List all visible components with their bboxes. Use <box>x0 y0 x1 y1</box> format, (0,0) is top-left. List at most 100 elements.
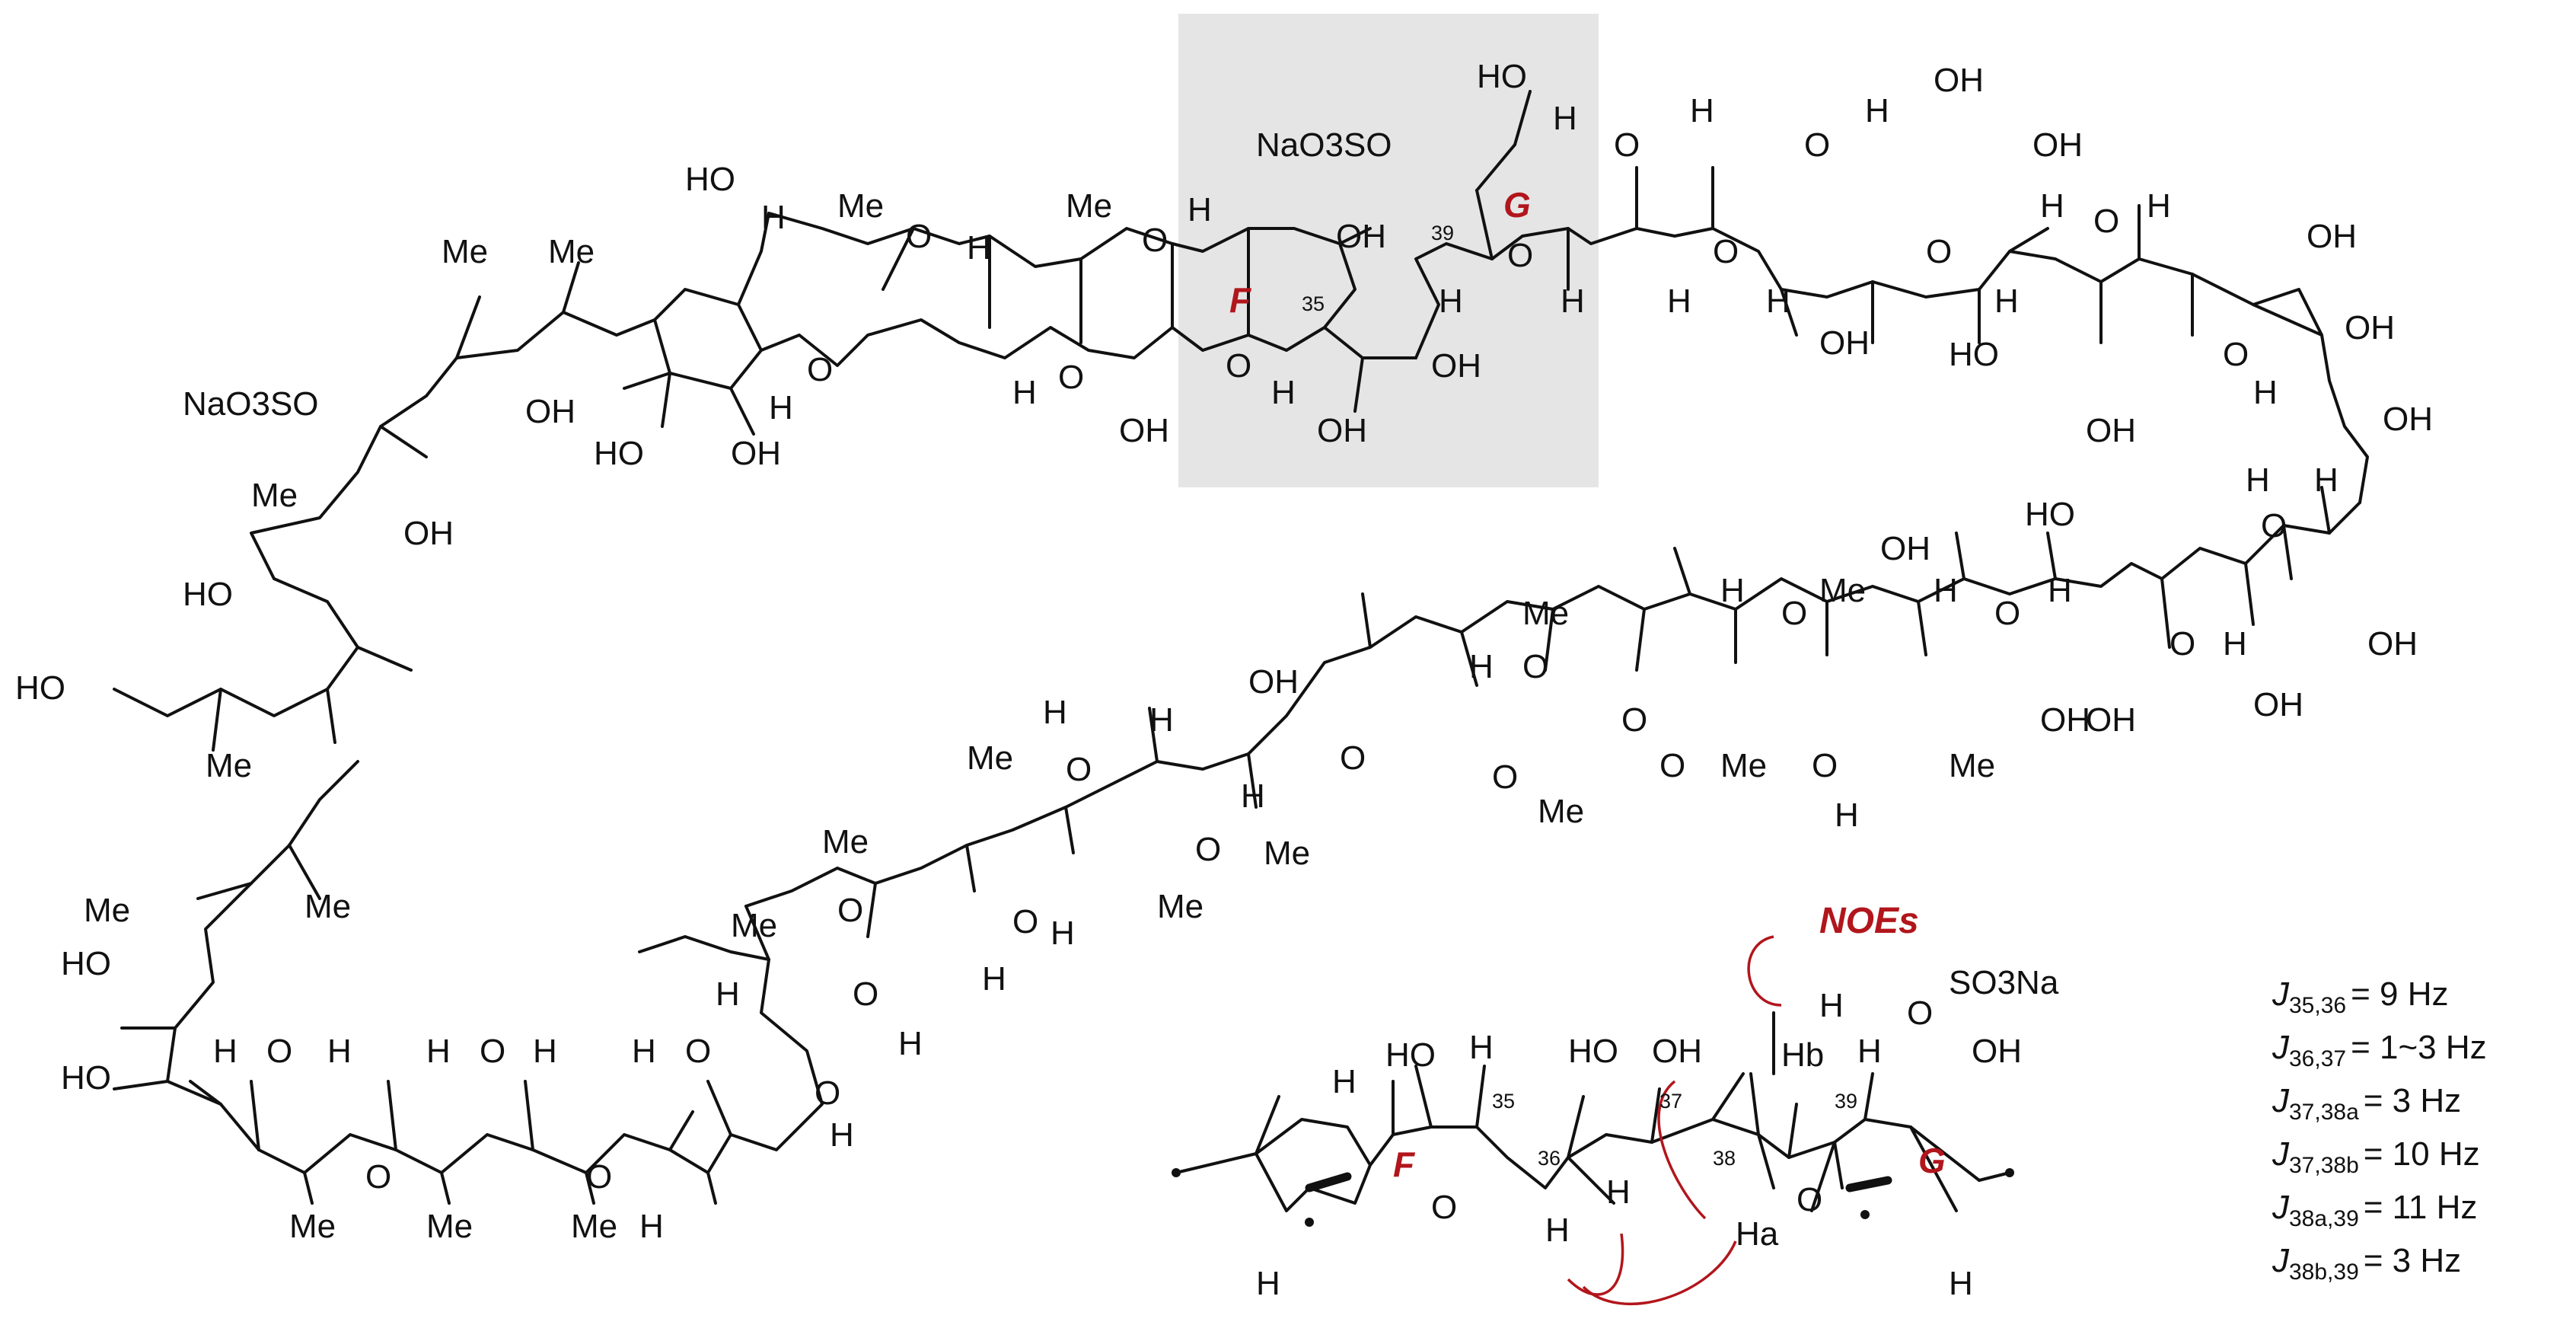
label-o-top12: O <box>2093 203 2119 240</box>
label-ho-ring1: HO <box>685 161 735 198</box>
label-oh-chain-2: OH <box>525 393 575 430</box>
label-h-mid25: H <box>1469 648 1494 685</box>
top-strand-bonds <box>113 90 2369 752</box>
label-ho-top16: HO <box>1949 336 1999 373</box>
label-oh-chain: OH <box>403 515 454 552</box>
label-o-mid24: O <box>1522 648 1548 685</box>
label-o-top6: O <box>1713 233 1739 270</box>
label-o-inset-g: O <box>1797 1181 1822 1218</box>
label-h-mid18: H <box>1835 797 1859 834</box>
label-c38-small: 38 <box>1713 1147 1736 1170</box>
label-h-mid45: H <box>716 975 740 1013</box>
atom-labels: NaO3SO HO Me HO Me OH Me Me OH HO Me H O… <box>15 58 2433 1245</box>
label-h-inset-36: H <box>1545 1212 1570 1249</box>
label-oh-mid7: OH <box>2253 686 2303 723</box>
label-me-bot1: Me <box>84 892 130 929</box>
label-o-top2: O <box>1804 126 1830 164</box>
label-h-mid10: H <box>2048 572 2072 609</box>
label-me-mid28: Me <box>1538 793 1584 830</box>
label-ho-inset: HO <box>1385 1036 1436 1074</box>
label-o-mid4: O <box>2261 507 2287 544</box>
label-oh-top15: OH <box>2307 218 2357 255</box>
label-h-ring2: H <box>1188 191 1212 228</box>
label-h-mid49: H <box>830 1116 854 1154</box>
label-o-ring2: O <box>1142 222 1168 259</box>
label-c35-small: 35 <box>1492 1090 1515 1113</box>
label-h-top14: H <box>2147 187 2171 225</box>
label-h-g2: H <box>1561 283 1585 320</box>
label-oh-ring2: OH <box>1119 412 1169 449</box>
label-oh-mid8: OH <box>2367 625 2418 662</box>
label-h-top11: H <box>1994 283 2019 320</box>
label-o-mid26: O <box>1621 701 1647 739</box>
coupling-row: J35,36= 9 Hz <box>2272 975 2448 1018</box>
label-ring-f: F <box>1229 280 1252 320</box>
label-h-ring3: H <box>1012 374 1037 411</box>
label-c37-small: 37 <box>1659 1090 1682 1113</box>
label-hb: Hb <box>1781 1036 1824 1074</box>
label-oh-mid9: OH <box>2086 701 2136 739</box>
coupling-constants: J35,36= 9 Hz J36,37= 1~3 Hz J37,38a= 3 H… <box>2272 975 2487 1285</box>
label-h-mid33: H <box>1241 777 1265 815</box>
label-oh-ring-f: OH <box>1336 218 1386 255</box>
label-me-mid37: Me <box>967 739 1013 777</box>
label-h-mid6: H <box>2223 625 2247 662</box>
label-oh-ring5: OH <box>731 435 781 472</box>
label-o-inset-so3: O <box>1907 995 1933 1032</box>
label-h-bot8: H <box>426 1033 451 1070</box>
label-h-bot5: H <box>213 1033 238 1070</box>
label-me-chain-3: Me <box>442 233 488 270</box>
label-h-ring4: H <box>769 389 793 426</box>
label-noes: NOEs <box>1819 901 1919 941</box>
coupling-row: J37,38b= 10 Hz <box>2272 1135 2480 1178</box>
label-oh-mid11: OH <box>1880 530 1930 567</box>
coupling-row: J37,38a= 3 Hz <box>2272 1082 2461 1125</box>
label-h-bot11: H <box>632 1033 656 1070</box>
label-me-mid44: Me <box>731 907 777 944</box>
label-me-mid38: Me <box>822 823 869 860</box>
label-ha: Ha <box>1736 1215 1779 1253</box>
label-so3na: SO3Na <box>1949 964 2059 1001</box>
label-o-ring-h: O <box>1614 126 1640 164</box>
label-oh-37: OH <box>1431 347 1481 385</box>
label-o-ring-f: O <box>1226 347 1251 385</box>
label-oh-top5: OH <box>2032 126 2083 164</box>
label-h-ring-f: H <box>1271 374 1296 411</box>
label-o-mid39: O <box>837 892 863 929</box>
label-h-mid43: H <box>982 960 1006 998</box>
label-me-chain-1: Me <box>206 747 252 784</box>
coupling-row: J38a,39= 11 Hz <box>2272 1189 2477 1231</box>
label-ho-mid1: HO <box>2025 496 2075 533</box>
label-oh-top20: OH <box>2345 309 2395 346</box>
label-h-top8: H <box>1766 283 1790 320</box>
label-h-top13: H <box>2040 187 2064 225</box>
label-ho-terminal: HO <box>15 669 65 707</box>
label-h-mid41: H <box>1050 915 1075 952</box>
label-h-bot7: H <box>327 1033 352 1070</box>
label-h-bot10: H <box>533 1033 557 1070</box>
label-h-ring1b: H <box>967 229 991 267</box>
coupling-row: J36,37= 1~3 Hz <box>2272 1029 2487 1071</box>
label-o-mid17: O <box>1812 747 1838 784</box>
label-h-mid34: H <box>1149 701 1174 739</box>
label-o-top10: O <box>1926 233 1952 270</box>
label-naso3so-mid: NaO3SO <box>1256 126 1392 164</box>
label-naso3so-left: NaO3SO <box>183 385 319 423</box>
highlight-box <box>1178 14 1599 487</box>
label-o-ring4: O <box>807 351 833 388</box>
label-h-inset-top: H <box>1819 987 1844 1024</box>
label-o-bot9: O <box>480 1033 505 1070</box>
label-me-mid23: Me <box>1522 595 1569 632</box>
label-c35: 35 <box>1302 292 1325 315</box>
label-o-inset-f: O <box>1431 1189 1457 1226</box>
label-me-mid12: Me <box>1819 572 1866 609</box>
label-me-mid31: Me <box>1264 835 1310 872</box>
label-oh-inset-g: OH <box>1972 1033 2022 1070</box>
label-h-ring1: H <box>761 199 786 236</box>
label-ho-chain: HO <box>183 576 233 613</box>
label-oh-top4: OH <box>1934 62 1984 99</box>
label-o-bot17: O <box>586 1158 612 1196</box>
label-o-mid15: O <box>1781 595 1807 632</box>
label-me-chain-2: Me <box>251 477 298 514</box>
